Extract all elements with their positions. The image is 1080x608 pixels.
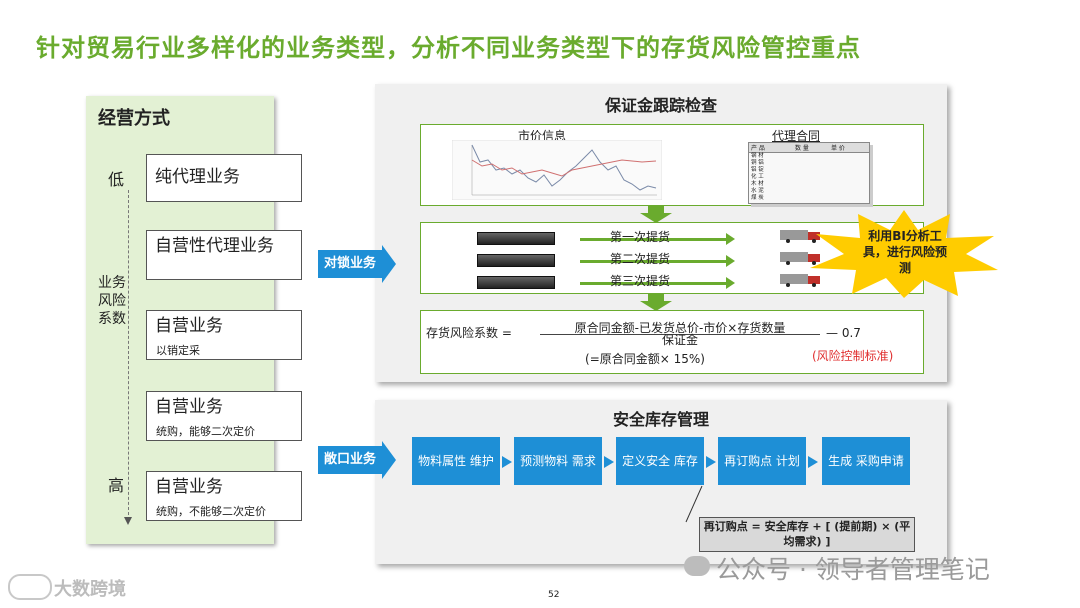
reorder-formula: 再订购点 = 安全库存 + [ (提前期) × (平均需求) ] — [699, 517, 915, 552]
warehouse-icon — [477, 232, 555, 245]
open-business-label: 敞口业务 — [324, 452, 377, 467]
business-type-label: 自营业务 — [155, 397, 223, 417]
formula-denominator: 保证金 — [661, 333, 698, 347]
arrow-right-icon — [726, 255, 735, 267]
contract-row: 铜 铝 — [751, 160, 764, 166]
truck-icon — [780, 252, 820, 265]
hedged-business-label: 对锁业务 — [324, 256, 377, 271]
business-type-sub: 统购，能够二次定价 — [156, 425, 255, 438]
contract-col: 数 量 — [795, 145, 809, 152]
risk-standard-label: (风险控制标准) — [812, 349, 894, 363]
business-type-item: 自营业务 以销定采 — [146, 310, 302, 360]
formula-numerator: 原合同金额-已发货总价-市价×存货数量 — [574, 321, 786, 335]
contract-row: 水 泥 — [751, 188, 764, 194]
process-step: 再订购点 计划 — [718, 437, 806, 485]
risk-low-label: 低 — [108, 170, 125, 189]
business-type-sub: 以销定采 — [156, 344, 200, 357]
open-business-tag: 敞口业务 — [318, 441, 396, 479]
formula-box — [420, 310, 924, 374]
contract-row: 钢 材 — [751, 153, 764, 159]
truck-icon — [780, 230, 820, 243]
risk-axis-label: 业务风险系数 — [98, 275, 126, 327]
shipment-label: 第一次提货 — [610, 230, 671, 244]
logo-text: 大数跨境 — [54, 579, 126, 600]
business-type-item: 自营性代理业务 — [146, 230, 302, 280]
risk-axis-arrow-icon — [124, 517, 132, 525]
page-number: 52 — [548, 590, 560, 600]
contract-row: 煤 炭 — [751, 195, 764, 201]
process-step: 定义安全 库存 — [616, 437, 704, 485]
shipment-label: 第三次提货 — [610, 274, 671, 288]
logo-icon — [8, 574, 52, 600]
wechat-icon — [684, 556, 710, 576]
arrow-right-icon — [604, 456, 614, 468]
arrow-right-icon — [706, 456, 716, 468]
watermark-text: 公众号 · 领导者管理笔记 — [716, 555, 990, 584]
formula-prefix: 存货风险系数 = — [426, 326, 512, 340]
arrow-right-icon — [808, 456, 818, 468]
business-type-sub: 统购，不能够二次定价 — [156, 505, 266, 518]
process-step: 物料属性 维护 — [412, 437, 500, 485]
risk-axis-line — [128, 190, 129, 520]
contract-col: 单 价 — [831, 145, 845, 152]
safety-stock-title: 安全库存管理 — [612, 410, 709, 429]
warehouse-icon — [477, 254, 555, 267]
callout-pointer — [685, 485, 703, 523]
arrow-right-icon — [502, 456, 512, 468]
shipment-label: 第二次提货 — [610, 252, 671, 266]
business-type-item: 纯代理业务 — [146, 154, 302, 202]
process-step: 预测物料 需求 — [514, 437, 602, 485]
starburst-callout — [810, 210, 998, 298]
formula-note: (=原合同金额× 15%) — [585, 352, 705, 366]
business-type-item: 自营业务 统购，不能够二次定价 — [146, 471, 302, 521]
contract-label: 代理合同 — [772, 129, 821, 143]
business-mode-header: 经营方式 — [98, 108, 170, 129]
arrow-right-icon — [382, 441, 396, 479]
business-type-label: 自营业务 — [155, 316, 223, 336]
formula-value: — 0.7 — [826, 326, 861, 340]
contract-row: 化 工 — [751, 174, 764, 180]
business-type-item: 自营业务 统购，能够二次定价 — [146, 391, 302, 441]
margin-tracking-title: 保证金跟踪检查 — [604, 96, 717, 115]
warehouse-icon — [477, 276, 555, 289]
shipment-arrow — [580, 238, 730, 241]
contract-row: 铝 锭 — [751, 167, 764, 173]
shipment-arrow — [580, 260, 730, 263]
contract-col: 产 品 — [751, 145, 765, 152]
page-title: 针对贸易行业多样化的业务类型，分析不同业务类型下的存货风险管控重点 — [36, 34, 861, 62]
business-type-label: 自营性代理业务 — [155, 236, 274, 256]
truck-icon — [780, 274, 820, 287]
fraction-line — [540, 334, 820, 335]
arrow-right-icon — [726, 233, 735, 245]
arrow-right-icon — [382, 245, 396, 283]
market-price-chart — [452, 140, 662, 200]
contract-document: 产 品 数 量 单 价 钢 材 铜 铝 铝 锭 化 工 木 材 水 泥 煤 炭 — [748, 142, 870, 204]
business-type-label: 纯代理业务 — [155, 167, 240, 187]
process-step: 生成 采购申请 — [822, 437, 910, 485]
arrow-down-icon — [640, 205, 672, 223]
arrow-down-icon — [640, 293, 672, 311]
arrow-right-icon — [726, 277, 735, 289]
shipment-arrow — [580, 282, 730, 285]
contract-row: 木 材 — [751, 181, 764, 187]
hedged-business-tag: 对锁业务 — [318, 245, 396, 283]
business-type-label: 自营业务 — [155, 477, 223, 497]
risk-high-label: 高 — [108, 476, 125, 495]
market-info-label: 市价信息 — [518, 129, 567, 143]
starburst-text: 利用BI分析工具，进行风险预测 — [862, 229, 947, 275]
